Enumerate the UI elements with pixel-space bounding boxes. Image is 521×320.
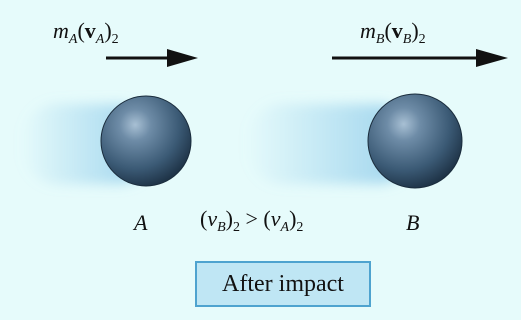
momentum-label-a: mA(vA)2 xyxy=(53,18,119,47)
caption-text: After impact xyxy=(222,270,344,297)
after-impact-caption: After impact xyxy=(195,261,371,307)
momentum-arrow-a xyxy=(106,49,198,67)
ball-a xyxy=(100,95,192,187)
momentum-arrow-b xyxy=(332,49,508,67)
ball-b xyxy=(367,93,463,189)
momentum-label-b: mB(vB)2 xyxy=(360,18,426,47)
velocity-relation: (vB)2 > (vA)2 xyxy=(200,206,304,235)
ball-label-b: B xyxy=(406,210,420,235)
ball-label-a: A xyxy=(134,210,148,235)
